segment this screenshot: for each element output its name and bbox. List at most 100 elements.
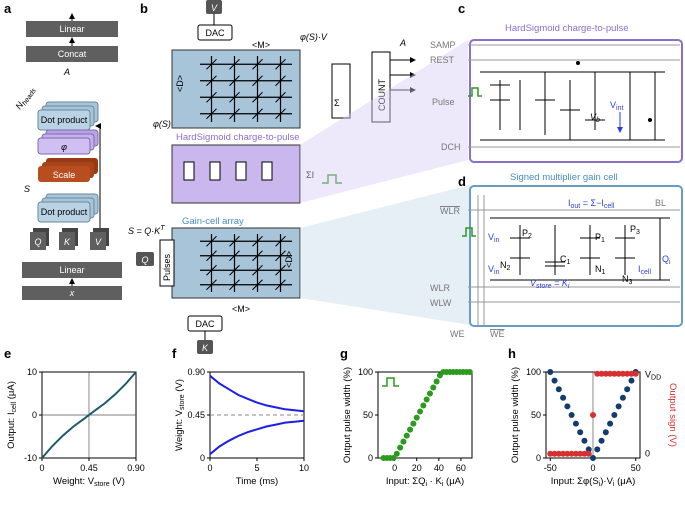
data-point xyxy=(568,412,575,418)
array-cell xyxy=(229,235,240,247)
data-point xyxy=(393,450,400,457)
x-axis-label: Time (ms) xyxy=(236,476,278,487)
x-tick-label: -50 xyxy=(544,463,557,473)
data-point xyxy=(430,384,437,391)
data-point xyxy=(547,450,554,457)
sum-label: Σ xyxy=(334,98,340,108)
vin2-label: Vin xyxy=(488,264,500,276)
array-cell xyxy=(229,75,240,87)
d-right-label: <D> xyxy=(284,251,294,268)
dac-bottom-label: DAC xyxy=(195,319,215,329)
data-point xyxy=(466,369,473,375)
y-right-tick-zero: 0 xyxy=(645,449,650,459)
p2-label: P2 xyxy=(522,228,532,240)
concat-box xyxy=(26,46,118,62)
data-point xyxy=(410,420,417,427)
array-cell xyxy=(252,108,263,120)
data-point xyxy=(407,426,414,433)
data-point xyxy=(397,444,404,451)
data-point xyxy=(564,403,571,410)
array-cell xyxy=(229,250,240,262)
data-point xyxy=(594,370,601,377)
y-tick-label: 0 xyxy=(536,453,541,463)
data-point xyxy=(619,370,626,377)
data-point xyxy=(611,370,618,377)
data-point xyxy=(560,394,567,401)
c1-label: C1 xyxy=(560,254,571,266)
s-eq-label: S = Q·KT xyxy=(128,225,165,236)
data-point xyxy=(426,390,433,397)
b-v-label: V xyxy=(211,3,218,13)
data-point xyxy=(590,455,596,461)
array-cell xyxy=(229,108,240,120)
array-cell xyxy=(229,279,240,291)
array-cell xyxy=(206,264,217,276)
b-q-label: Q xyxy=(141,255,148,265)
data-point xyxy=(417,408,424,415)
x-tick-label: 0.90 xyxy=(127,463,145,473)
y-tick-label: 0.45 xyxy=(187,410,205,420)
x-box xyxy=(22,286,122,300)
vin1-label: Vin xyxy=(488,232,500,244)
bl-label: BL xyxy=(655,198,666,208)
pulse-label: Pulse xyxy=(432,97,455,107)
panel-label-h: h xyxy=(508,346,516,361)
data-point xyxy=(551,377,558,384)
data-point xyxy=(433,378,440,385)
data-point xyxy=(413,414,420,421)
data-point xyxy=(602,370,609,377)
hs-resistors xyxy=(183,161,273,181)
y-tick-label: 50 xyxy=(363,410,373,420)
v-label: V xyxy=(95,237,102,247)
panel-label-c: c xyxy=(458,1,465,16)
y-tick-label: -10 xyxy=(24,453,37,463)
wlw-label: WLW xyxy=(430,298,452,308)
array-cell xyxy=(252,250,263,262)
data-point xyxy=(577,450,584,457)
series-line xyxy=(209,375,305,413)
panel-label-b: b xyxy=(140,1,148,16)
wlr-bar-label: WLR xyxy=(440,206,461,216)
dac-top-label: DAC xyxy=(205,28,225,38)
data-point xyxy=(564,450,571,457)
data-point xyxy=(632,370,639,377)
dot-product-bottom-box xyxy=(37,201,91,223)
a-output-label: A xyxy=(63,67,70,77)
hs-circuit xyxy=(480,61,665,141)
linear-bottom-box xyxy=(22,262,122,278)
data-point xyxy=(420,402,427,409)
array-cell xyxy=(252,264,263,276)
rest-label: REST xyxy=(430,55,455,65)
m-top-label: <M> xyxy=(252,40,270,50)
linear-bottom-label: Linear xyxy=(59,265,84,275)
phi-box xyxy=(37,137,91,155)
data-point xyxy=(581,450,588,457)
vint-label: Vint xyxy=(610,100,623,112)
phis-v-label: φ(S)·V xyxy=(300,32,328,42)
p3-label: P3 xyxy=(630,224,640,236)
data-point xyxy=(611,412,618,418)
bottom-array-grid xyxy=(200,234,292,292)
data-point xyxy=(585,450,592,457)
data-point xyxy=(590,412,596,418)
array-cell xyxy=(275,279,286,291)
panel-c: c HardSigmoid charge-to-pulse SAMP REST … xyxy=(300,1,683,203)
data-point xyxy=(598,437,605,444)
series-line xyxy=(209,419,305,455)
linear-top-label: Linear xyxy=(59,24,84,34)
panel-label-f: f xyxy=(172,346,177,361)
x-tick-label: 40 xyxy=(434,463,444,473)
wlr-label: WLR xyxy=(430,283,451,293)
array-cell xyxy=(206,235,217,247)
data-point xyxy=(624,370,631,377)
dch-label: DCH xyxy=(441,142,461,152)
y-tick-label: 50 xyxy=(531,410,541,420)
data-point xyxy=(547,369,554,375)
icell-label: Icell xyxy=(638,264,651,276)
y-tick-label: 100 xyxy=(358,367,373,377)
m-bottom-label: <M> xyxy=(232,304,250,314)
data-point xyxy=(585,446,592,453)
